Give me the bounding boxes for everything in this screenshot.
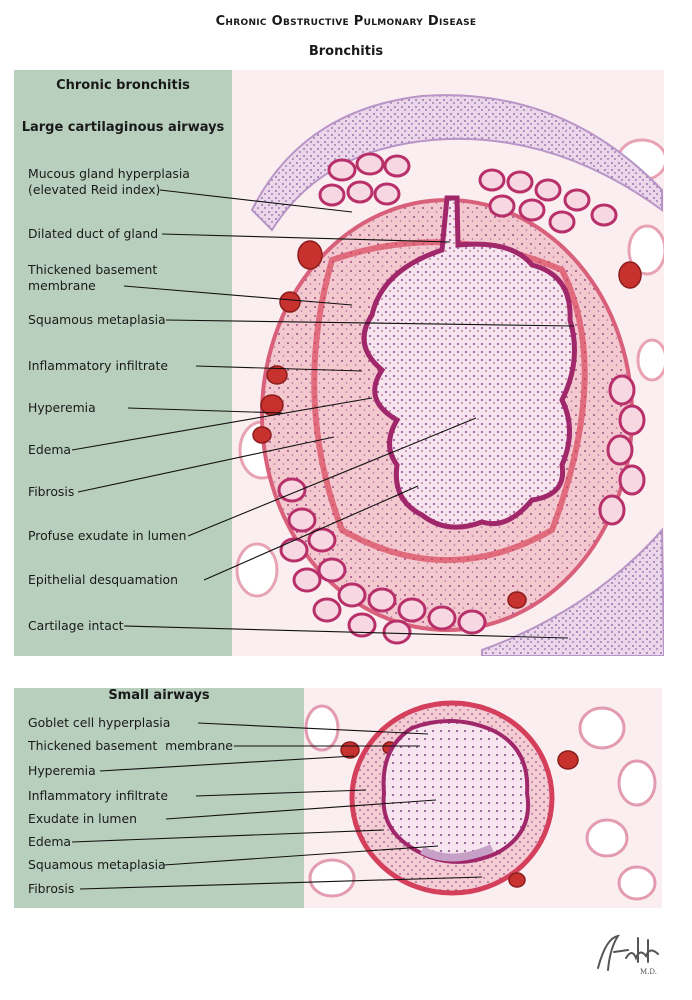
label-cartilage-intact: Cartilage intact [28,618,124,633]
label-small-inflammatory-infiltrate: Inflammatory infiltrate [28,788,169,803]
label-thickened-basement-membrane: Thickened basement membrane [28,262,157,294]
figure-subtitle: Bronchitis [308,44,384,59]
large-airway-label-panel: Chronic bronchitis Large cartilaginous a… [14,70,232,656]
large-panel-heading: Chronic bronchitis [56,78,190,93]
alveolar-spaces [235,138,664,598]
large-airway-tissue-illustration [232,70,664,656]
small-airway-label-panel: Small airways [14,688,304,908]
label-line: membrane [28,278,96,293]
large-panel-subheading: Large cartilaginous airways [21,120,225,135]
artist-signature: M.D. [597,934,659,976]
label-mucous-gland-hyperplasia: Mucous gland hyperplasia (elevated Reid … [28,166,190,198]
alveoli [304,704,657,901]
label-epithelial-desquamation: Epithelial desquamation [28,572,178,587]
svg-text:M.D.: M.D. [640,968,657,976]
label-small-edema: Edema [28,834,71,849]
mucous-glands [277,152,646,645]
label-inflammatory-infiltrate: Inflammatory infiltrate [28,358,169,373]
label-small-squamous-metaplasia: Squamous metaplasia [28,857,166,872]
figure-title: Chronic Obstructive Pulmonary Disease [215,14,477,29]
label-small-thickened-basement-membrane: Thickened basement membrane [28,738,233,753]
label-small-fibrosis: Fibrosis [28,881,75,896]
label-hyperemia: Hyperemia [28,400,96,415]
label-line: (elevated Reid index) [28,182,161,197]
label-line: Mucous gland hyperplasia [28,166,190,181]
label-exudate-in-lumen: Exudate in lumen [28,811,137,826]
label-fibrosis: Fibrosis [28,484,75,499]
airway-lumen [361,195,577,530]
label-small-hyperemia: Hyperemia [28,763,96,778]
congested-vessels [252,240,642,609]
label-dilated-duct: Dilated duct of gland [28,226,159,241]
small-panel-heading: Small airways [108,688,210,703]
label-line: Thickened basement [28,262,158,277]
label-edema: Edema [28,442,71,457]
label-profuse-exudate: Profuse exudate in lumen [28,528,187,543]
squamous-epithelium [420,844,494,862]
small-airway-tissue-illustration [302,688,662,908]
label-goblet-cell-hyperplasia: Goblet cell hyperplasia [28,715,171,730]
small-airway-lumen [381,719,531,864]
label-squamous-metaplasia: Squamous metaplasia [28,312,166,327]
